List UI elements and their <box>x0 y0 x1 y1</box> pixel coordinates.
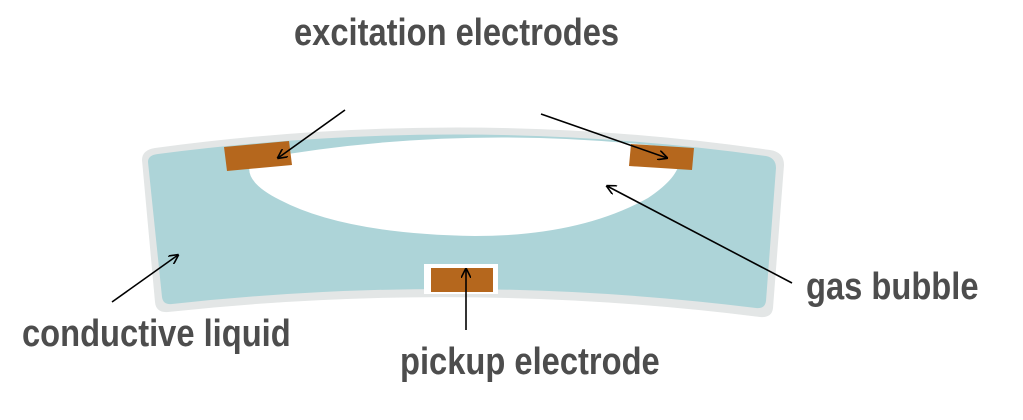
arrow-left-excitation <box>278 109 346 158</box>
label-gas-bubble: gas bubble <box>806 266 979 308</box>
left-excitation-electrode <box>224 141 292 171</box>
pickup-electrode <box>431 268 493 292</box>
arrow-conductive-liquid <box>111 255 178 303</box>
label-excitation-electrodes: excitation electrodes <box>294 12 620 54</box>
label-conductive-liquid: conductive liquid <box>22 313 291 355</box>
arrow-right-excitation <box>540 113 667 158</box>
label-pickup-electrode: pickup electrode <box>400 341 660 383</box>
gas-bubble <box>249 137 680 236</box>
arrow-gas-bubble <box>607 186 793 284</box>
